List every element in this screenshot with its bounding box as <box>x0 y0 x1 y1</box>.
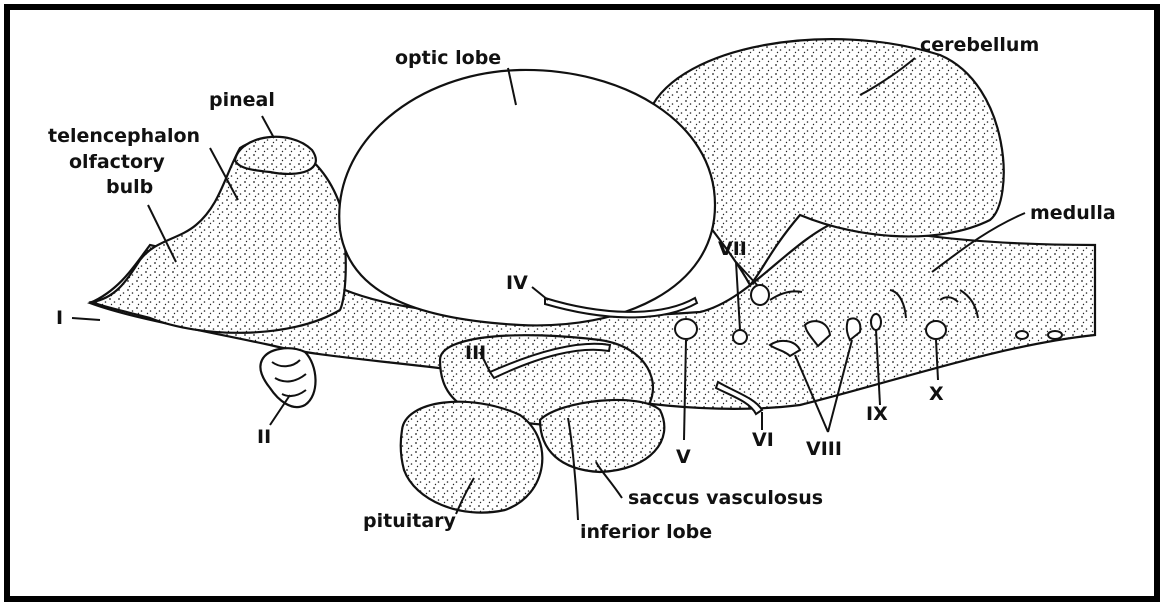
leader-I <box>72 318 100 320</box>
nerve-label-IV: IV <box>506 272 528 294</box>
label-olfactory: olfactory <box>69 151 165 173</box>
label-optic-lobe: optic lobe <box>395 47 501 69</box>
label-pituitary: pituitary <box>363 510 457 532</box>
label-saccus-vasculosus: saccus vasculosus <box>628 487 823 509</box>
nerve-X-branch-2 <box>1048 331 1062 339</box>
leader-pineal <box>262 116 274 138</box>
nerve-X-branch-1 <box>1016 331 1028 339</box>
label-pineal: pineal <box>209 89 275 111</box>
nerve-label-V: V <box>676 446 691 468</box>
label-cerebellum: cerebellum <box>920 34 1039 56</box>
nerve-label-VI: VI <box>752 429 774 451</box>
nerve-label-I: I <box>56 307 63 329</box>
nerve-label-IX: IX <box>866 403 888 425</box>
label-medulla: medulla <box>1030 202 1116 224</box>
nerve-V-root <box>675 319 697 339</box>
label-inferior-lobe: inferior lobe <box>580 521 712 543</box>
nerve-label-III: III <box>465 342 486 364</box>
nerve-IX-root <box>871 314 881 330</box>
nerve-label-X: X <box>929 383 944 405</box>
saccus-vasculosus-shape <box>540 400 664 472</box>
nerve-X-root <box>926 321 946 339</box>
label-telencephalon: telencephalon <box>48 125 200 147</box>
nerve-VII-root-lower <box>733 330 747 344</box>
nerve-label-II: II <box>257 426 271 448</box>
pituitary-shape <box>401 402 543 513</box>
nerve-label-VIII: VIII <box>806 438 842 460</box>
label-bulb: bulb <box>106 176 153 198</box>
nerve-label-VII: VII <box>718 238 747 260</box>
pineal-shape <box>235 137 316 174</box>
nerve-VII-root-upper <box>751 285 769 305</box>
